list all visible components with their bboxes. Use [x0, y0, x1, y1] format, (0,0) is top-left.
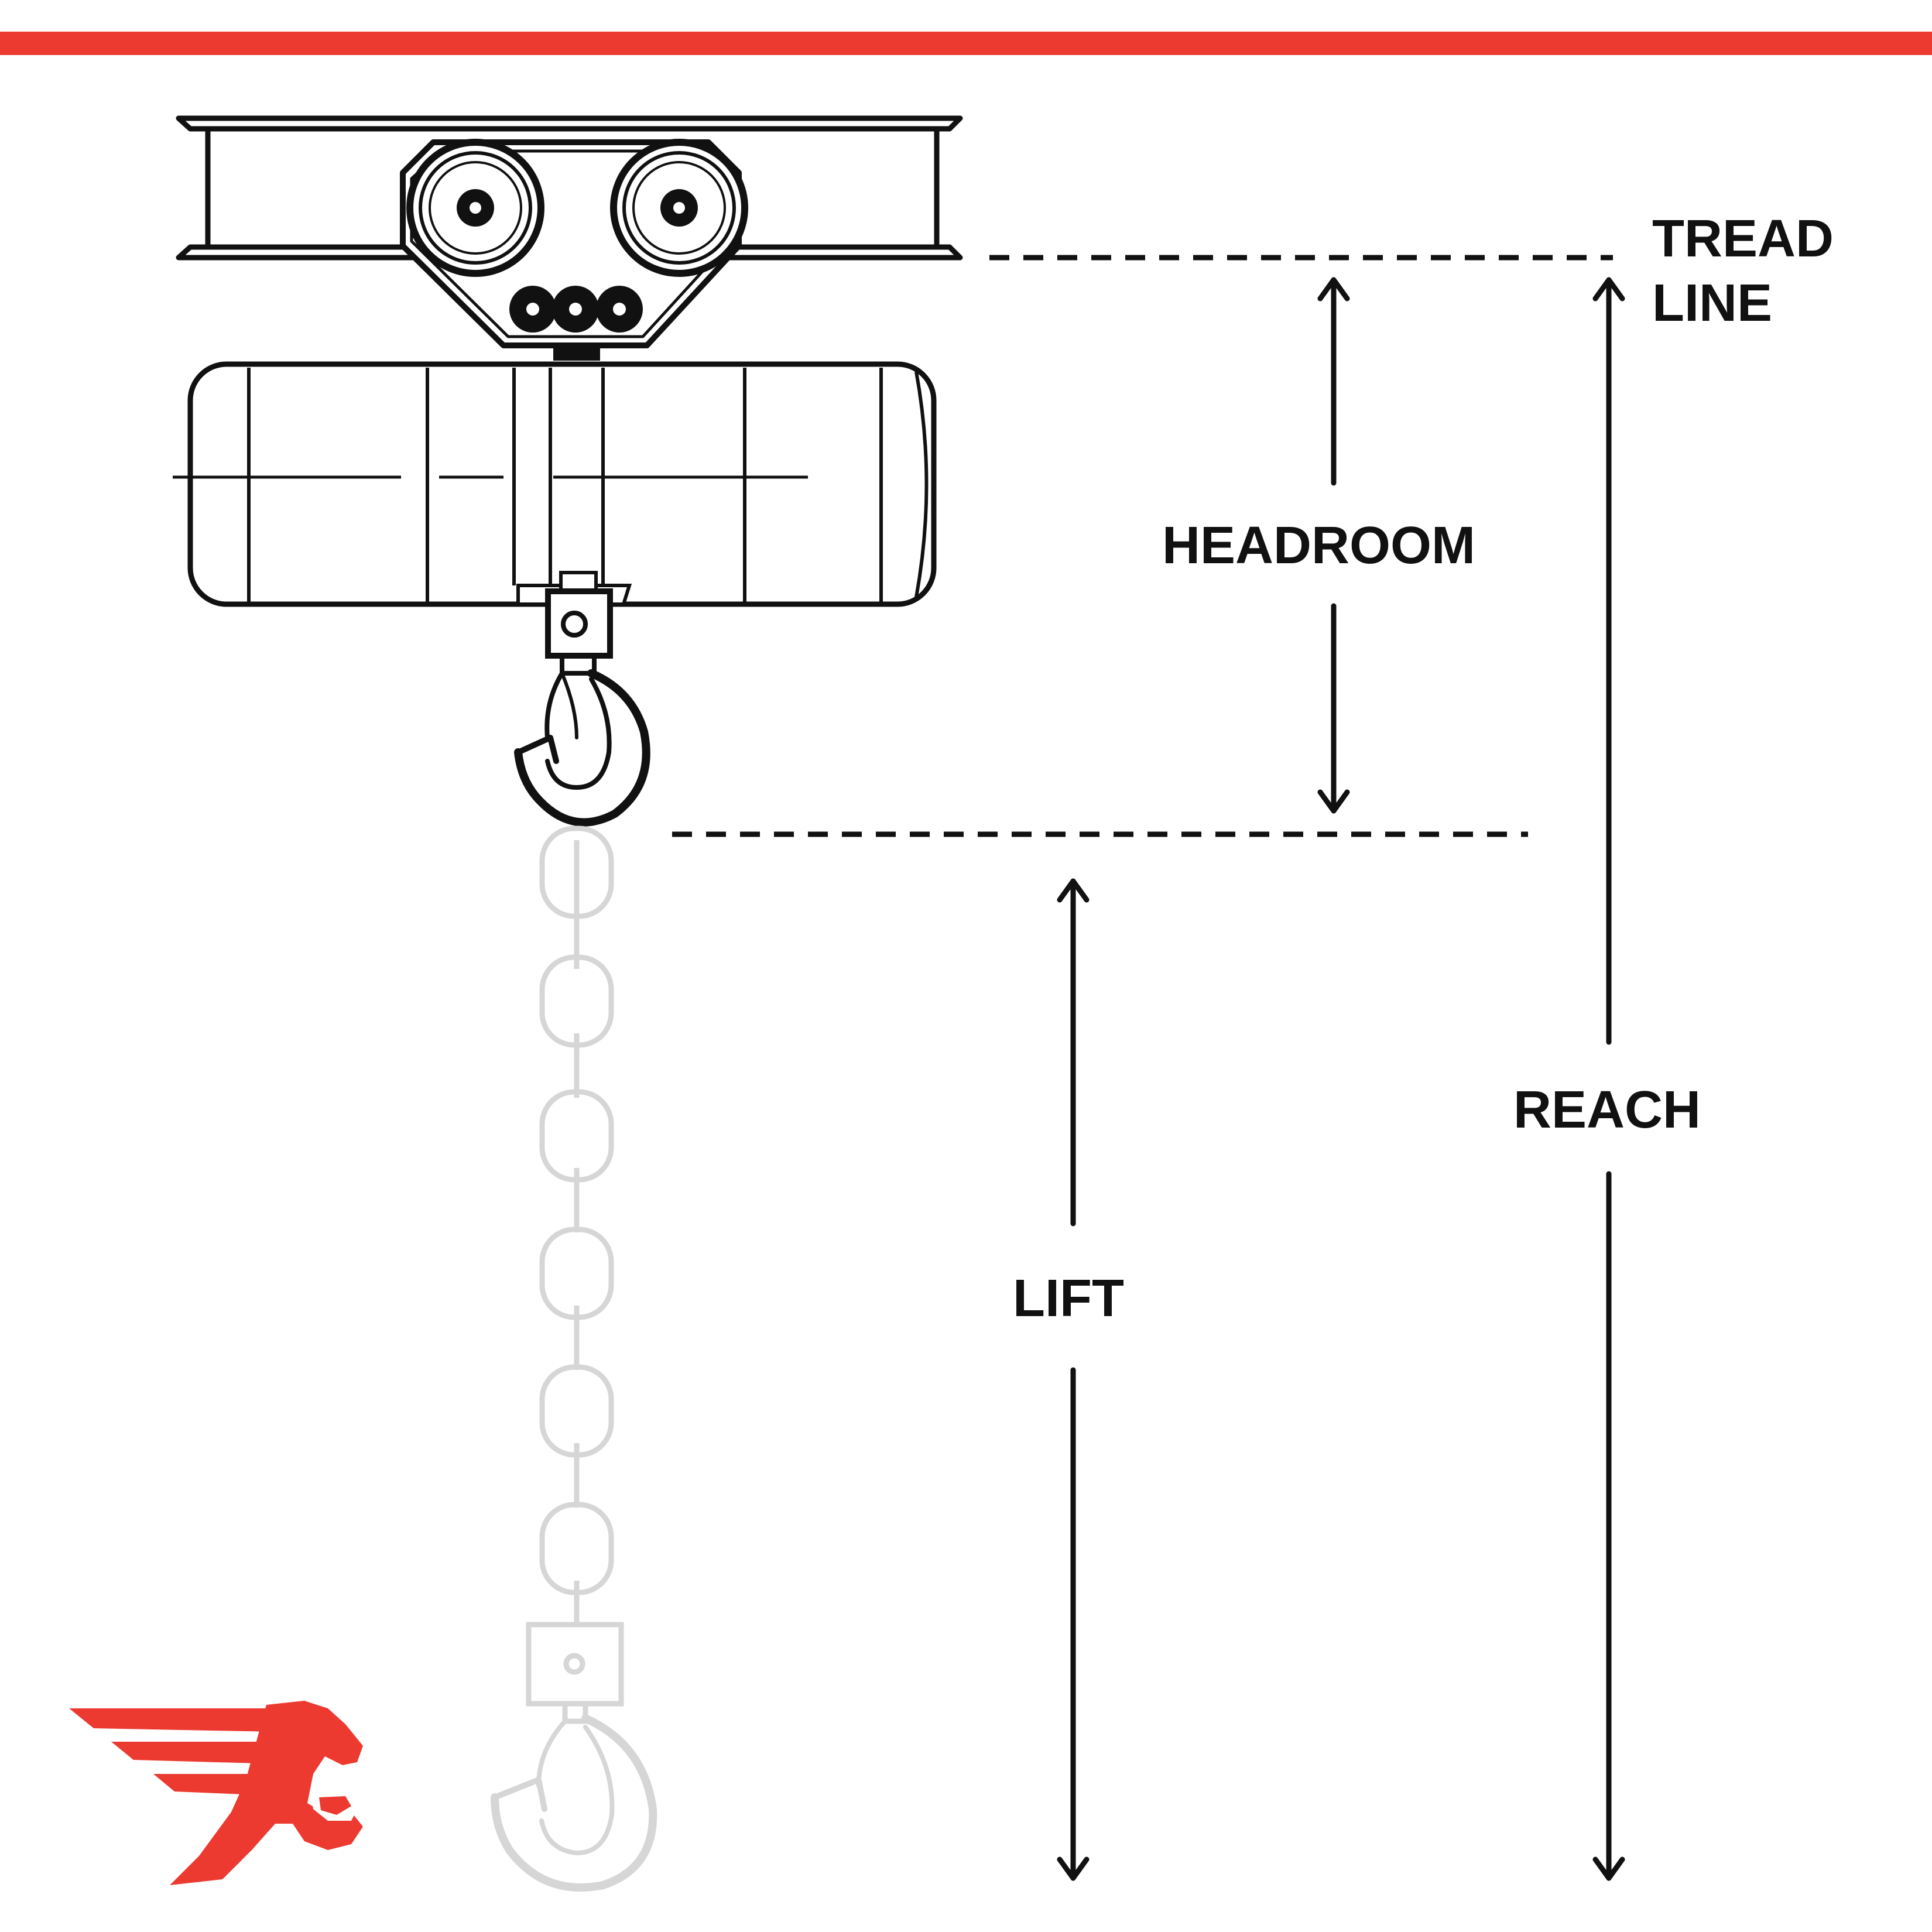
trolley-bolts [509, 286, 643, 333]
trolley-wheel-right [610, 139, 748, 277]
trolley [400, 139, 748, 361]
hoist-body [173, 361, 937, 607]
lower-hook-block [526, 1622, 624, 1724]
reach-arrow [1592, 277, 1625, 1881]
lower-hook-icon [491, 1714, 657, 1892]
tread-line-label: TREAD LINE [1652, 207, 1834, 336]
lift-arrow [1057, 878, 1090, 1881]
tread-line-label-line2: LINE [1652, 273, 1773, 333]
brand-top-bar [0, 32, 1932, 55]
headroom-arrow [1317, 277, 1350, 814]
headroom-label: HEADROOM [1162, 516, 1475, 575]
hook-block [545, 571, 613, 676]
tread-line-label-line1: TREAD [1652, 210, 1834, 268]
lift-label: LIFT [1013, 1269, 1124, 1328]
load-chain [539, 825, 614, 1625]
hook-icon [514, 669, 650, 827]
eagle-a-logo [69, 1701, 363, 1885]
trolley-wheel-left [406, 139, 544, 277]
reach-label: REACH [1513, 1081, 1701, 1139]
